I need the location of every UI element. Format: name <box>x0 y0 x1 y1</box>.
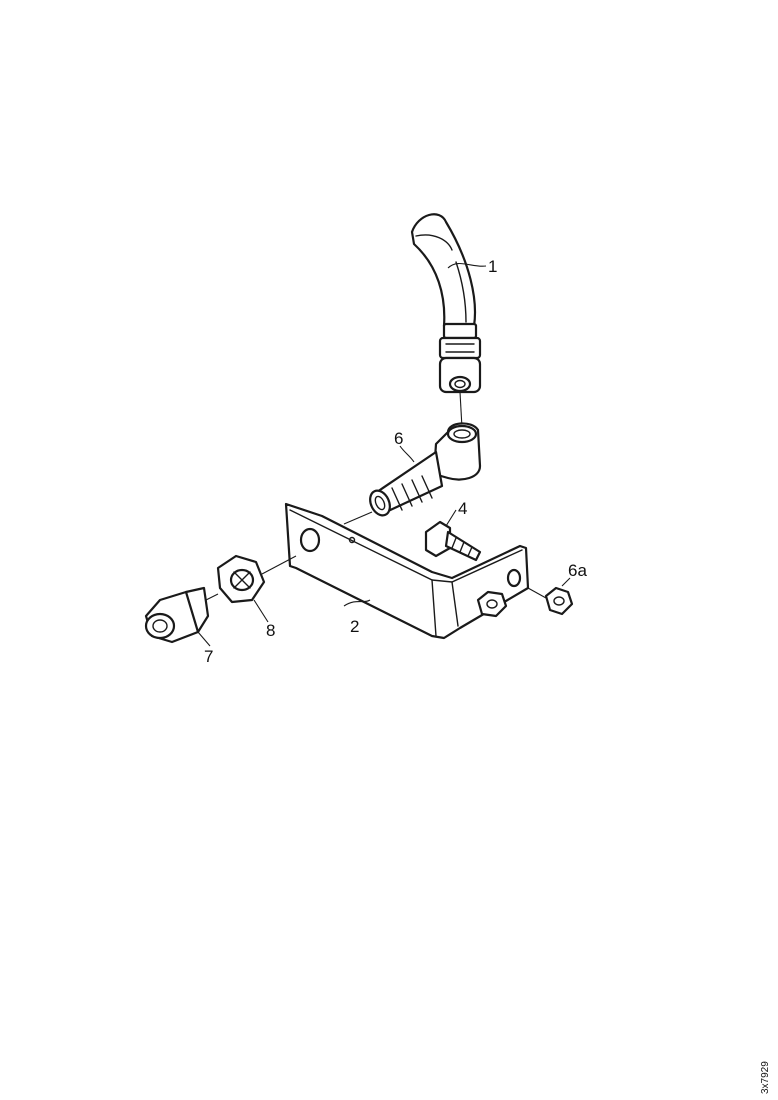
bracket-part <box>284 502 530 640</box>
assembly-line-fitting-bracket <box>343 511 373 525</box>
leader-line-8 <box>253 599 269 623</box>
pipe-fitting-part <box>369 422 482 517</box>
drawing-reference-number: 3x7929 <box>760 1061 771 1094</box>
lock-nut-part <box>216 554 266 604</box>
leader-line-1 <box>447 262 487 269</box>
assembly-line-hose-elbow <box>459 391 463 429</box>
callout-1: 1 <box>488 257 497 276</box>
callout-7: 7 <box>204 647 213 666</box>
assembly-line-connector-locknut <box>205 593 219 601</box>
connector-part <box>144 586 210 644</box>
leader-line-4 <box>445 509 457 527</box>
assembly-line-locknut-bracket <box>261 555 297 575</box>
hose-part <box>410 213 482 394</box>
assembly-line-nut <box>527 587 547 599</box>
leader-line-2 <box>343 599 371 607</box>
bolt-part <box>424 520 482 562</box>
bracket-nut-part <box>476 590 508 618</box>
callout-6a: 6a <box>568 561 587 580</box>
leader-line-6a <box>561 577 571 587</box>
callout-2: 2 <box>350 617 359 636</box>
nut-part <box>544 586 574 616</box>
callout-4: 4 <box>458 499 467 518</box>
callout-6: 6 <box>394 429 403 448</box>
callout-8: 8 <box>266 621 275 640</box>
leader-line-7 <box>197 631 211 647</box>
leader-line-6 <box>399 445 415 463</box>
